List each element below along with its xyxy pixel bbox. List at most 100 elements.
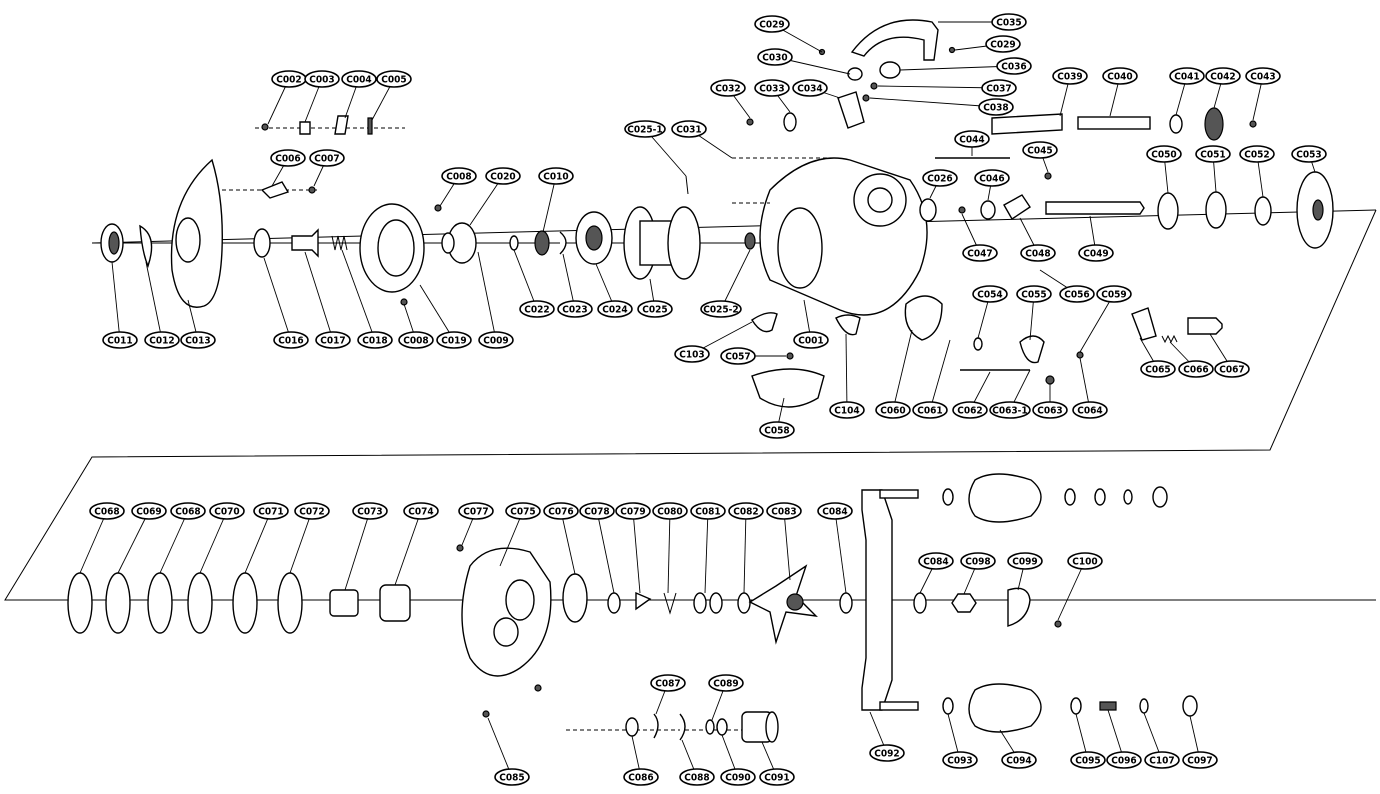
callout-c011: C011 [102, 261, 138, 349]
callout-oval [962, 244, 998, 262]
part-C084-washer-b [913, 592, 927, 614]
part-C026-bearing [919, 198, 937, 222]
callout-c040: C040 [1102, 67, 1138, 117]
part-number-label: C077 [463, 507, 488, 518]
leader-line [289, 510, 313, 574]
leader-line [632, 510, 641, 594]
callout-c083: C083 [766, 502, 802, 581]
part-C095-bearing [1070, 697, 1082, 715]
callout-c095: C095 [1070, 713, 1106, 769]
callout-oval [398, 331, 434, 349]
part-C081-bearing-a [693, 592, 707, 614]
leader-line [487, 717, 513, 778]
callout-c009: C009 [477, 251, 514, 349]
callout-oval [952, 401, 988, 419]
callout-oval [436, 331, 472, 349]
part-number-label: C025-1 [627, 125, 662, 136]
leader-line [720, 249, 751, 310]
part-number-label: C044 [959, 135, 984, 146]
callout-oval [458, 502, 494, 520]
part-number-label: C046 [979, 174, 1004, 185]
callout-c044: C044 [954, 130, 990, 156]
part-C023-clip [559, 231, 567, 255]
part-number-label: C022 [524, 305, 549, 316]
part-C066-spring [1161, 334, 1178, 344]
callout-c056: C056 [1039, 269, 1095, 303]
callout-oval [710, 79, 746, 97]
part-C029-screw-right [948, 46, 956, 54]
leader-line [477, 251, 497, 341]
part-number-label: C023 [562, 305, 587, 316]
callout-oval [978, 98, 1014, 116]
part-number-label: C057 [725, 352, 750, 363]
callout-c004: C004 [341, 70, 377, 119]
part-number-label: C090 [725, 773, 750, 784]
callout-c076: C076 [543, 502, 579, 575]
callout-c016: C016 [263, 257, 309, 349]
callout-oval [674, 345, 710, 363]
callout-oval [974, 169, 1010, 187]
callout-oval [270, 149, 306, 167]
callout-oval [538, 167, 574, 185]
callout-c006: C006 [270, 149, 306, 187]
callout-c008b: C008 [398, 303, 434, 349]
part-number-label: C041 [1174, 72, 1199, 83]
part-number-label: C061 [917, 406, 942, 417]
part-C085-screw-right [534, 684, 542, 692]
callout-c098: C098 [960, 552, 996, 595]
part-number-label: C018 [362, 336, 387, 347]
part-C071-washer [232, 572, 258, 634]
part-number-label: C004 [346, 75, 371, 86]
callout-oval [1140, 360, 1176, 378]
leader-line [499, 510, 524, 567]
callout-c037: C037 [877, 79, 1017, 97]
callout-oval [759, 768, 795, 786]
leader-line [263, 257, 292, 341]
callout-c094: C094 [999, 729, 1037, 769]
part-number-label: C082 [733, 507, 758, 518]
callout-c030: C030 [757, 48, 851, 75]
callout-c023: C023 [557, 253, 593, 318]
part-C055-plate [1019, 335, 1045, 364]
callout-c003: C003 [304, 70, 340, 123]
part-C001-frame [759, 157, 928, 316]
part-number-label: C006 [275, 154, 300, 165]
callout-c070: C070 [199, 502, 245, 574]
part-number-label: C056 [1064, 290, 1089, 301]
part-C041-bearing [1169, 114, 1183, 134]
part-C030-bushing [847, 67, 863, 81]
callout-oval [1007, 552, 1043, 570]
part-number-label: C007 [314, 154, 339, 165]
callout-oval [485, 167, 521, 185]
callout-c034: C034 [792, 79, 841, 99]
callout-c075: C075 [499, 502, 541, 567]
part-C063-screw [1045, 375, 1055, 385]
callout-oval [1169, 67, 1205, 85]
callout-oval [1195, 145, 1231, 163]
callout-c058: C058 [759, 397, 795, 439]
leader-line [783, 510, 791, 581]
callout-c057: C057 [720, 347, 786, 365]
part-C093-washer [942, 697, 954, 715]
leader-line [244, 510, 272, 574]
callout-oval [478, 331, 514, 349]
callout-oval [1032, 401, 1068, 419]
callout-c024: C024 [595, 263, 633, 318]
part-C045-screw [1044, 172, 1052, 180]
callout-c065: C065 [1139, 337, 1176, 378]
part-number-label: C085 [499, 773, 524, 784]
callout-c029b: C029 [954, 35, 1021, 53]
callout-c073: C073 [344, 502, 388, 591]
part-C002-screw [261, 123, 269, 131]
callout-oval [671, 120, 707, 138]
leader-line [596, 510, 615, 594]
callout-c025: C025 [637, 278, 673, 318]
part-number-label: C047 [967, 249, 992, 260]
part-number-label: C083 [771, 507, 796, 518]
part-number-label: C039 [1057, 72, 1082, 83]
callout-oval [403, 502, 439, 520]
part-C019-housing [359, 203, 425, 293]
part-number-label: C087 [655, 679, 680, 690]
part-C072-drag-disc [277, 572, 303, 634]
callout-oval [981, 79, 1017, 97]
